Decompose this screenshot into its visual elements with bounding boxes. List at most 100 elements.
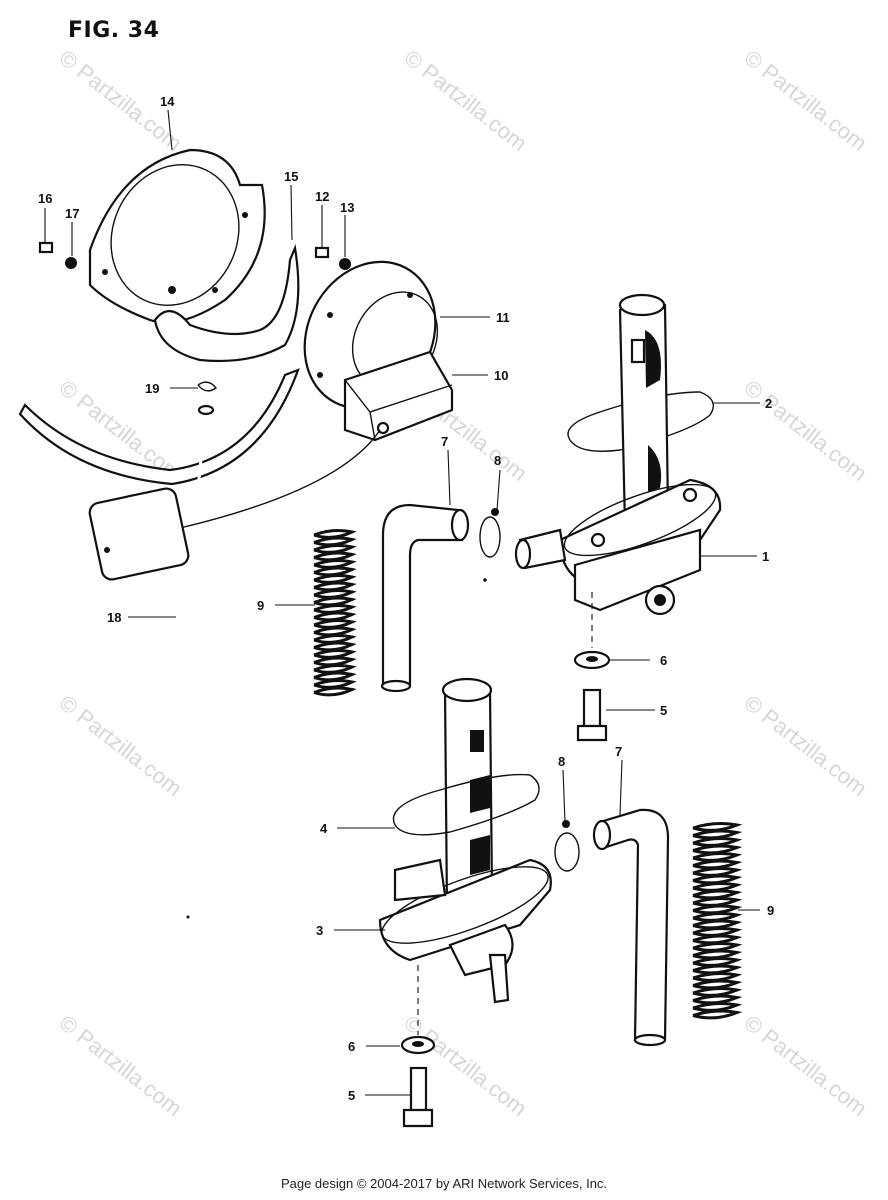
figure-title: FIG. 34: [68, 18, 160, 43]
callout-3: 3: [316, 923, 323, 938]
callout-5b: 5: [348, 1088, 355, 1103]
callout-2: 2: [765, 396, 772, 411]
part-12-screw: [314, 246, 330, 259]
spring-coil: [313, 581, 357, 592]
part-2-oring: [567, 391, 714, 452]
part-17-nut: [65, 257, 77, 269]
part-9-spring-upper: [313, 529, 357, 697]
part-19-clip: [197, 381, 218, 392]
part-15-gasket: [153, 244, 300, 363]
spring-coil: [313, 611, 357, 622]
part-5-bolt-lower: [402, 1066, 434, 1128]
spring-coil: [692, 882, 743, 892]
leader-lines: [44, 109, 760, 1096]
spring-coil: [692, 904, 743, 915]
spring-coil: [692, 852, 743, 862]
spring-coil: [313, 574, 357, 584]
part-13-nut: [339, 258, 351, 270]
spring-coil: [692, 1002, 743, 1012]
spring-coil: [313, 649, 357, 659]
spring-coil: [692, 897, 743, 907]
spring-coil: [313, 536, 357, 547]
callout-5a: 5: [660, 703, 667, 718]
spring-coil: [313, 551, 357, 562]
spring-coil: [692, 964, 743, 975]
spring-coil: [313, 544, 357, 554]
callout-7a: 7: [441, 434, 448, 449]
callout-9b: 9: [767, 903, 774, 918]
spring-coil: [692, 867, 743, 877]
spring-coil: [313, 626, 357, 637]
spring-coil: [692, 994, 743, 1005]
callout-8b: 8: [558, 754, 565, 769]
spring-coil: [692, 912, 743, 922]
callout-18: 18: [107, 610, 121, 625]
spring-coil: [313, 634, 357, 644]
spring-coil: [313, 589, 357, 599]
part-5-bolt-upper: [576, 688, 608, 742]
callout-14: 14: [160, 94, 175, 109]
callout-4: 4: [320, 821, 328, 836]
spring-coil: [692, 889, 743, 900]
part-16-screw: [38, 241, 54, 254]
part-3-fuelcock: [378, 677, 552, 1004]
spring-coil: [692, 972, 743, 982]
spring-coil: [692, 919, 743, 930]
spring-coil: [692, 837, 743, 847]
callout-10: 10: [494, 368, 508, 383]
spring-coil: [313, 641, 357, 652]
callout-6a: 6: [660, 653, 667, 668]
callout-1: 1: [762, 549, 769, 564]
part-10-sender: [343, 350, 454, 442]
callout-16: 16: [38, 191, 52, 206]
part-6-washer-upper: [573, 650, 611, 670]
part-18-wire: [18, 368, 381, 821]
spring-coil: [313, 656, 357, 667]
spring-coil: [692, 822, 743, 832]
callout-6b: 6: [348, 1039, 355, 1054]
spring-coil: [313, 686, 357, 697]
callout-19: 19: [145, 381, 159, 396]
spring-coil: [692, 987, 743, 997]
spring-coil: [692, 1009, 743, 1020]
spring-coil: [692, 942, 743, 952]
page-footer: Page design © 2004-2017 by ARI Network S…: [280, 1176, 608, 1191]
spring-coil: [313, 679, 357, 689]
spring-coil: [313, 664, 357, 674]
spring-coil: [313, 604, 357, 614]
callout-12: 12: [315, 189, 329, 204]
callouts: 14 15 16 17 12 13 11 10 19 2 7 8 1 9 18 …: [38, 94, 774, 1103]
spring-coil: [692, 874, 743, 885]
part-6-washer-lower: [400, 1035, 436, 1055]
spring-coil: [692, 957, 743, 967]
spring-coil: [692, 934, 743, 945]
spring-coil: [692, 927, 743, 937]
part-7-hose-lower: [592, 808, 670, 1047]
callout-7b: 7: [615, 744, 622, 759]
part-9-spring-lower: [692, 822, 743, 1020]
part-8-clamp-lower: [554, 820, 580, 872]
callout-13: 13: [340, 200, 354, 215]
callout-17: 17: [65, 206, 79, 221]
spring-coil: [313, 619, 357, 629]
spring-coil: [692, 979, 743, 990]
part-1-fuelcock: [514, 293, 722, 616]
part-7-hose-upper: [380, 503, 470, 693]
part-8-clamp-upper: [479, 508, 501, 558]
part-14-cover: [88, 148, 266, 324]
spring-coil: [313, 566, 357, 577]
spring-coil: [313, 596, 357, 607]
callout-11: 11: [496, 310, 510, 325]
spring-coil: [692, 829, 743, 840]
spring-coil: [313, 559, 357, 569]
spring-coil: [692, 844, 743, 855]
spring-coil: [692, 859, 743, 870]
callout-8a: 8: [494, 453, 501, 468]
callout-9a: 9: [257, 598, 264, 613]
spring-coil: [313, 529, 357, 539]
callout-15: 15: [284, 169, 298, 184]
spring-coil: [313, 671, 357, 682]
part-4-oring: [392, 773, 540, 836]
spring-coil: [692, 949, 743, 960]
